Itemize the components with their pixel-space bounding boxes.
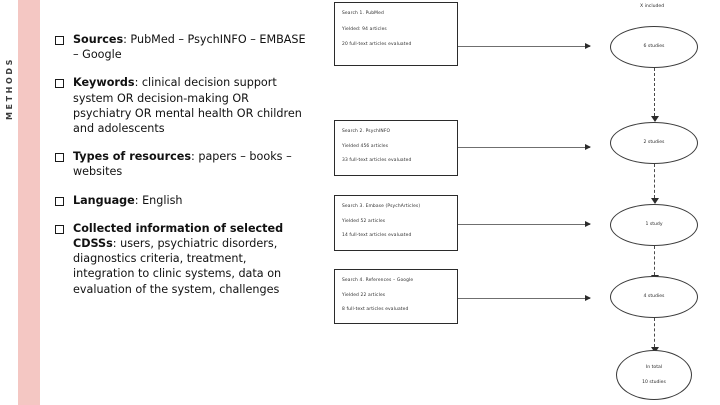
- search-box-title: Search 1. PubMed: [342, 11, 384, 16]
- square-bullet-icon: [55, 36, 64, 45]
- bullet-label: Sources: [73, 33, 124, 46]
- arrow-box2-to-ellipse2: [458, 144, 591, 150]
- bullet-text: Collected information of selected CDSSs:…: [73, 221, 310, 297]
- ellipse-line-2: 10 studies: [642, 379, 666, 385]
- search-box-evaluated: 33 full-text articles evaluated: [342, 158, 412, 163]
- search-box-yield: Yielded: 94 articles: [342, 26, 387, 32]
- result-ellipse-3: 1 study: [610, 204, 698, 246]
- square-bullet-icon: [55, 196, 64, 206]
- ellipse-line-1: 2 studies: [643, 140, 665, 145]
- connector-2-to-3: [651, 164, 659, 204]
- connector-4-to-total: [651, 318, 659, 353]
- arrow-box4-to-ellipse4: [458, 295, 591, 301]
- search-box-4: Search 4. References – Google Yielded 22…: [334, 269, 458, 324]
- square-bullet-icon: [55, 153, 64, 163]
- search-box-3: Search 3. Embase (PsychArticles) Yielded…: [334, 195, 458, 251]
- bullet-body: : papers – books – websites: [73, 150, 292, 179]
- search-box-evaluated: 20 full-text articles evaluated: [342, 42, 412, 47]
- connector-3-to-4: [651, 246, 659, 281]
- search-box-yield: Yielded 52 articles: [342, 218, 386, 224]
- search-box-title: Search 3. Embase (PsychArticles): [342, 204, 421, 209]
- search-box-1: Search 1. PubMed Yielded: 94 articles 20…: [334, 2, 458, 66]
- bullet-body: : users, psychiatric disorders, diagnost…: [73, 237, 282, 296]
- search-box-2: Search 2. PsychINFO Yielded 456 articles…: [334, 120, 458, 176]
- list-item: Collected information of selected CDSSs:…: [55, 221, 310, 297]
- ellipse-line-1: 4 studies: [643, 294, 665, 299]
- square-bullet-icon: [55, 224, 64, 234]
- bullet-text: Language: English: [73, 193, 183, 208]
- bullet-body: : clinical decision support system OR de…: [73, 76, 302, 136]
- connector-1-to-2: [651, 68, 659, 122]
- search-box-evaluated: 14 full-text articles evaluated: [342, 233, 412, 238]
- ellipse-line-1: In total: [645, 364, 663, 370]
- search-box-title: Search 4. References – Google: [342, 278, 414, 283]
- search-box-title: Search 2. PsychINFO: [342, 129, 391, 134]
- bullet-text: Sources: PubMed – PsychINFO – EMBASE – G…: [73, 32, 310, 62]
- methods-bullet-list: Sources: PubMed – PsychINFO – EMBASE – G…: [55, 32, 310, 310]
- list-item: Types of resources: papers – books – web…: [55, 149, 310, 179]
- result-ellipse-2: 2 studies: [610, 122, 698, 164]
- arrow-box1-to-ellipse1: [458, 43, 591, 49]
- bullet-label: Collected information of selected CDSSs: [73, 221, 284, 251]
- list-item: Language: English: [55, 193, 310, 208]
- included-caption: X included: [640, 4, 665, 9]
- bullet-text: Types of resources: papers – books – web…: [73, 149, 310, 179]
- search-box-yield: Yielded 456 articles: [342, 143, 389, 149]
- result-ellipse-1: 6 studies: [610, 26, 698, 68]
- ellipse-line-1: 1 study: [645, 222, 663, 227]
- result-ellipse-4: 4 studies: [610, 276, 698, 318]
- section-label: METHODS: [4, 57, 14, 120]
- square-bullet-icon: [55, 79, 64, 89]
- bullet-label: Language: [73, 193, 135, 207]
- section-accent-band: [18, 0, 40, 405]
- bullet-body: : English: [134, 193, 183, 207]
- ellipse-line-1: 6 studies: [643, 44, 665, 49]
- list-item: Sources: PubMed – PsychINFO – EMBASE – G…: [55, 32, 310, 62]
- search-box-evaluated: 8 full-text articles evaluated: [342, 307, 409, 312]
- bullet-label: Keywords: [73, 76, 135, 90]
- search-box-yield: Yielded 22 articles: [342, 292, 386, 298]
- bullet-text: Keywords: clinical decision support syst…: [73, 75, 310, 136]
- arrow-box3-to-ellipse3: [458, 221, 591, 227]
- bullet-body: : PubMed – PsychINFO – EMBASE – Google: [73, 33, 306, 62]
- result-ellipse-total: In total 10 studies: [616, 350, 692, 400]
- bullet-label: Types of resources: [73, 150, 192, 164]
- list-item: Keywords: clinical decision support syst…: [55, 75, 310, 136]
